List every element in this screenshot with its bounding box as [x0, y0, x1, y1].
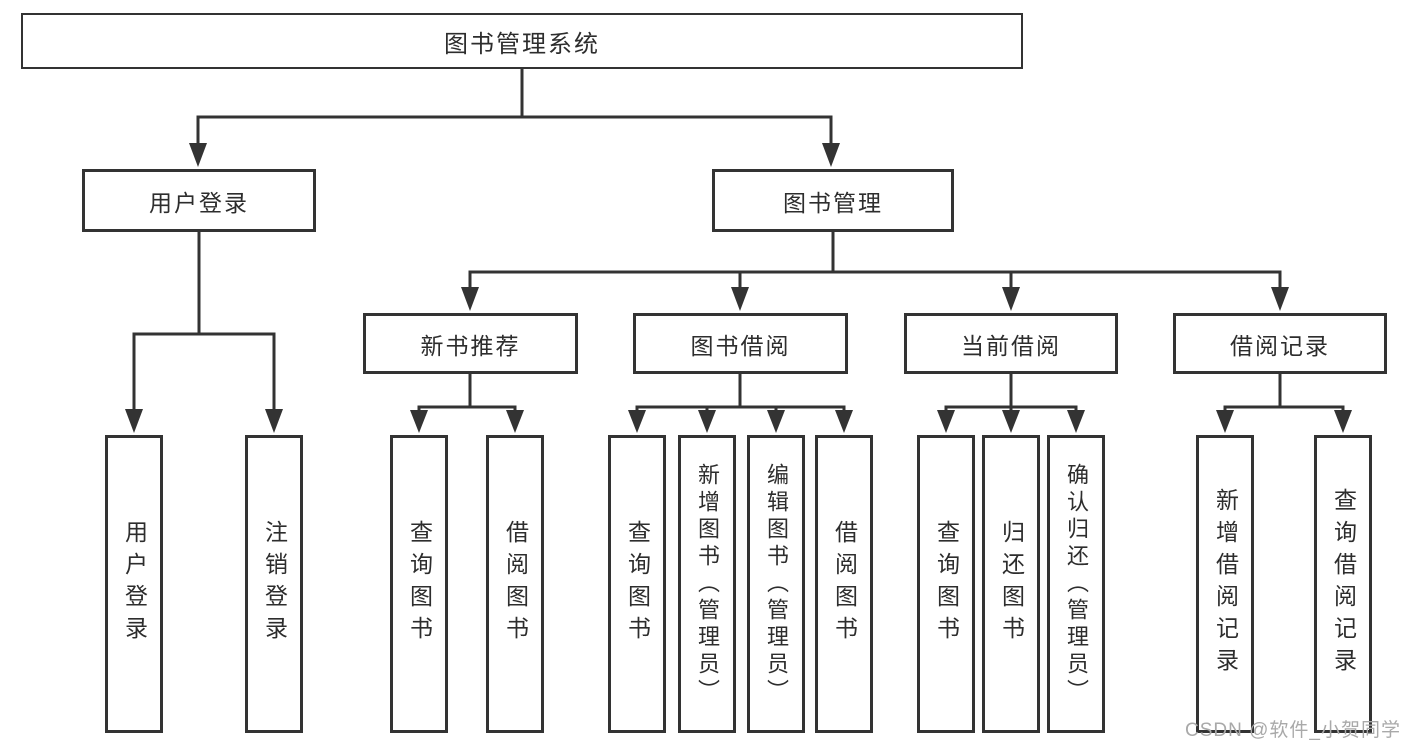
node-book-management: 图书管理 [712, 169, 954, 232]
node-label: 借阅图书 [831, 520, 858, 648]
leaf-query-books-current: 查询图书 [917, 435, 975, 733]
leaf-query-books-borrow: 查询图书 [608, 435, 666, 733]
node-new-book-recommend: 新书推荐 [363, 313, 578, 374]
node-label: 编辑图书（管理员） [764, 462, 789, 706]
node-label: 当前借阅 [961, 332, 1061, 359]
node-label: 借阅记录 [1230, 332, 1330, 359]
node-label: 注销登录 [261, 520, 288, 648]
leaf-confirm-return-admin: 确认归还（管理员） [1047, 435, 1105, 733]
leaf-add-borrow-record: 新增借阅记录 [1196, 435, 1254, 733]
node-label: 图书借阅 [690, 332, 791, 359]
node-label: 用户登录 [149, 189, 249, 216]
node-label: 查询图书 [406, 520, 433, 648]
node-label: 图书管理系统 [444, 30, 600, 58]
leaf-user-login: 用户登录 [105, 435, 163, 733]
node-label: 新增图书（管理员） [695, 462, 720, 706]
leaf-query-books-recommend: 查询图书 [390, 435, 448, 733]
node-label: 新增借阅记录 [1212, 488, 1239, 680]
leaf-borrow-books: 借阅图书 [815, 435, 873, 733]
node-current-borrowing: 当前借阅 [904, 313, 1118, 374]
leaf-logout: 注销登录 [245, 435, 303, 733]
node-label: 借阅图书 [502, 520, 529, 648]
node-book-borrowing: 图书借阅 [633, 313, 848, 374]
leaf-query-borrow-record: 查询借阅记录 [1314, 435, 1372, 733]
node-label: 查询借阅记录 [1330, 488, 1357, 680]
leaf-add-book-admin: 新增图书（管理员） [678, 435, 736, 733]
node-label: 查询图书 [933, 520, 960, 648]
node-user-login: 用户登录 [82, 169, 316, 232]
node-label: 图书管理 [783, 189, 883, 216]
node-label: 用户登录 [121, 520, 148, 648]
node-label: 确认归还（管理员） [1064, 462, 1089, 706]
leaf-return-book: 归还图书 [982, 435, 1040, 733]
leaf-borrow-books-recommend: 借阅图书 [486, 435, 544, 733]
csdn-watermark: CSDN @软件_小贺同学 [1185, 720, 1401, 741]
node-label: 归还图书 [998, 520, 1025, 648]
node-borrowing-records: 借阅记录 [1173, 313, 1387, 374]
node-library-management-system: 图书管理系统 [21, 13, 1023, 69]
node-label: 查询图书 [624, 520, 651, 648]
node-label: 新书推荐 [420, 332, 521, 359]
leaf-edit-book-admin: 编辑图书（管理员） [747, 435, 805, 733]
